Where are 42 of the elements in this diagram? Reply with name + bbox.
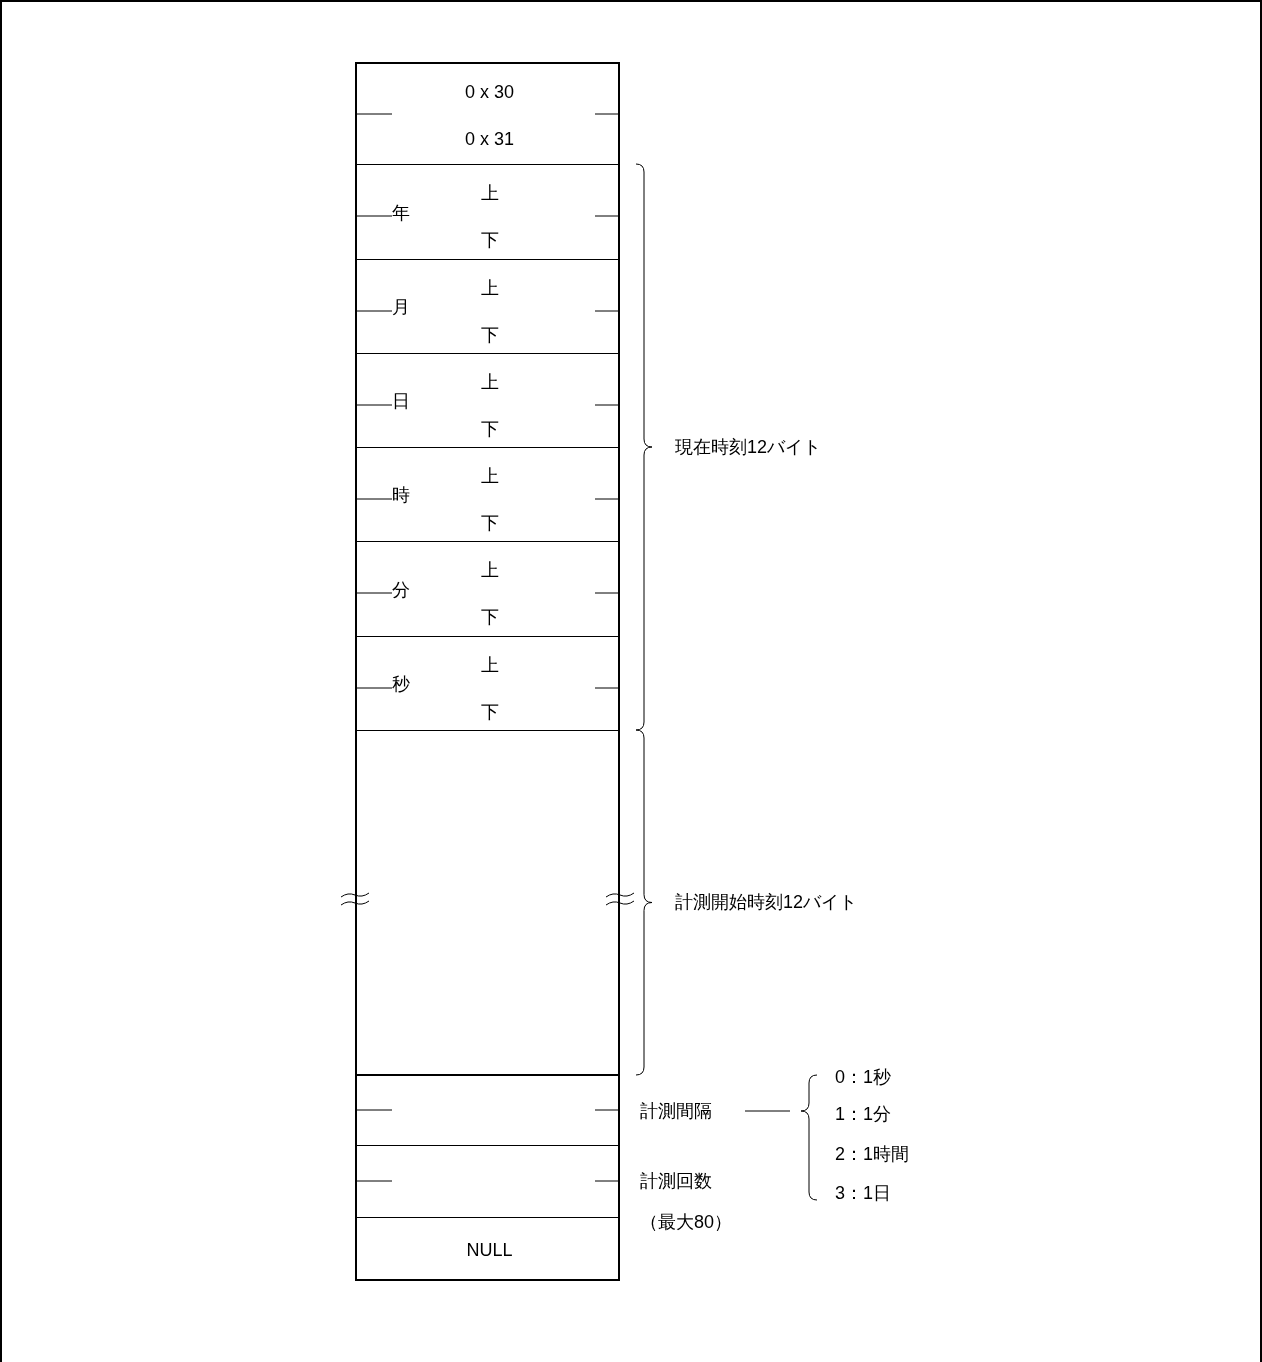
connector-line: [744, 1110, 791, 1112]
field-note: 計測回数: [640, 1170, 712, 1192]
brace-label: 計測開始時刻12バイト: [675, 891, 858, 913]
address-label: 0 x 30: [465, 81, 514, 103]
byte-label: 下: [480, 701, 499, 723]
memory-row: [355, 259, 620, 353]
field-note: （最大80）: [640, 1211, 733, 1233]
field-label: 年: [392, 201, 410, 224]
option-label: 1：1分: [835, 1103, 892, 1125]
field-label: NULL: [466, 1239, 513, 1261]
field-label: 秒: [392, 673, 410, 695]
byte-label: 上: [480, 559, 499, 581]
byte-label: 上: [480, 371, 499, 393]
memory-row: [355, 1075, 620, 1145]
memory-row: [355, 730, 620, 1075]
byte-label: 下: [480, 324, 499, 346]
field-label: 分: [392, 578, 410, 601]
memory-row: [355, 636, 620, 730]
memory-row: [355, 541, 620, 636]
byte-label: 上: [480, 182, 499, 204]
option-label: 0：1秒: [835, 1066, 892, 1088]
byte-label: 上: [480, 277, 499, 299]
byte-label: 下: [480, 229, 499, 251]
byte-label: 下: [480, 606, 499, 628]
byte-label: 下: [480, 512, 499, 534]
field-label: 日: [392, 390, 410, 412]
memory-row: [355, 62, 620, 164]
byte-label: 上: [480, 654, 499, 676]
option-label: 3：1日: [835, 1182, 892, 1204]
memory-row: [355, 353, 620, 447]
memory-row: [355, 447, 620, 541]
field-label: 月: [392, 296, 410, 318]
option-label: 2：1時間: [835, 1143, 910, 1165]
field-label: 時: [392, 484, 410, 506]
field-note: 計測間隔: [640, 1100, 712, 1122]
byte-label: 下: [480, 418, 499, 440]
address-label: 0 x 31: [465, 128, 514, 150]
memory-row: [355, 1145, 620, 1217]
memory-row: [355, 164, 620, 259]
memory-row: [355, 1217, 620, 1281]
byte-label: 上: [480, 465, 499, 487]
brace-label: 現在時刻12バイト: [675, 436, 822, 458]
